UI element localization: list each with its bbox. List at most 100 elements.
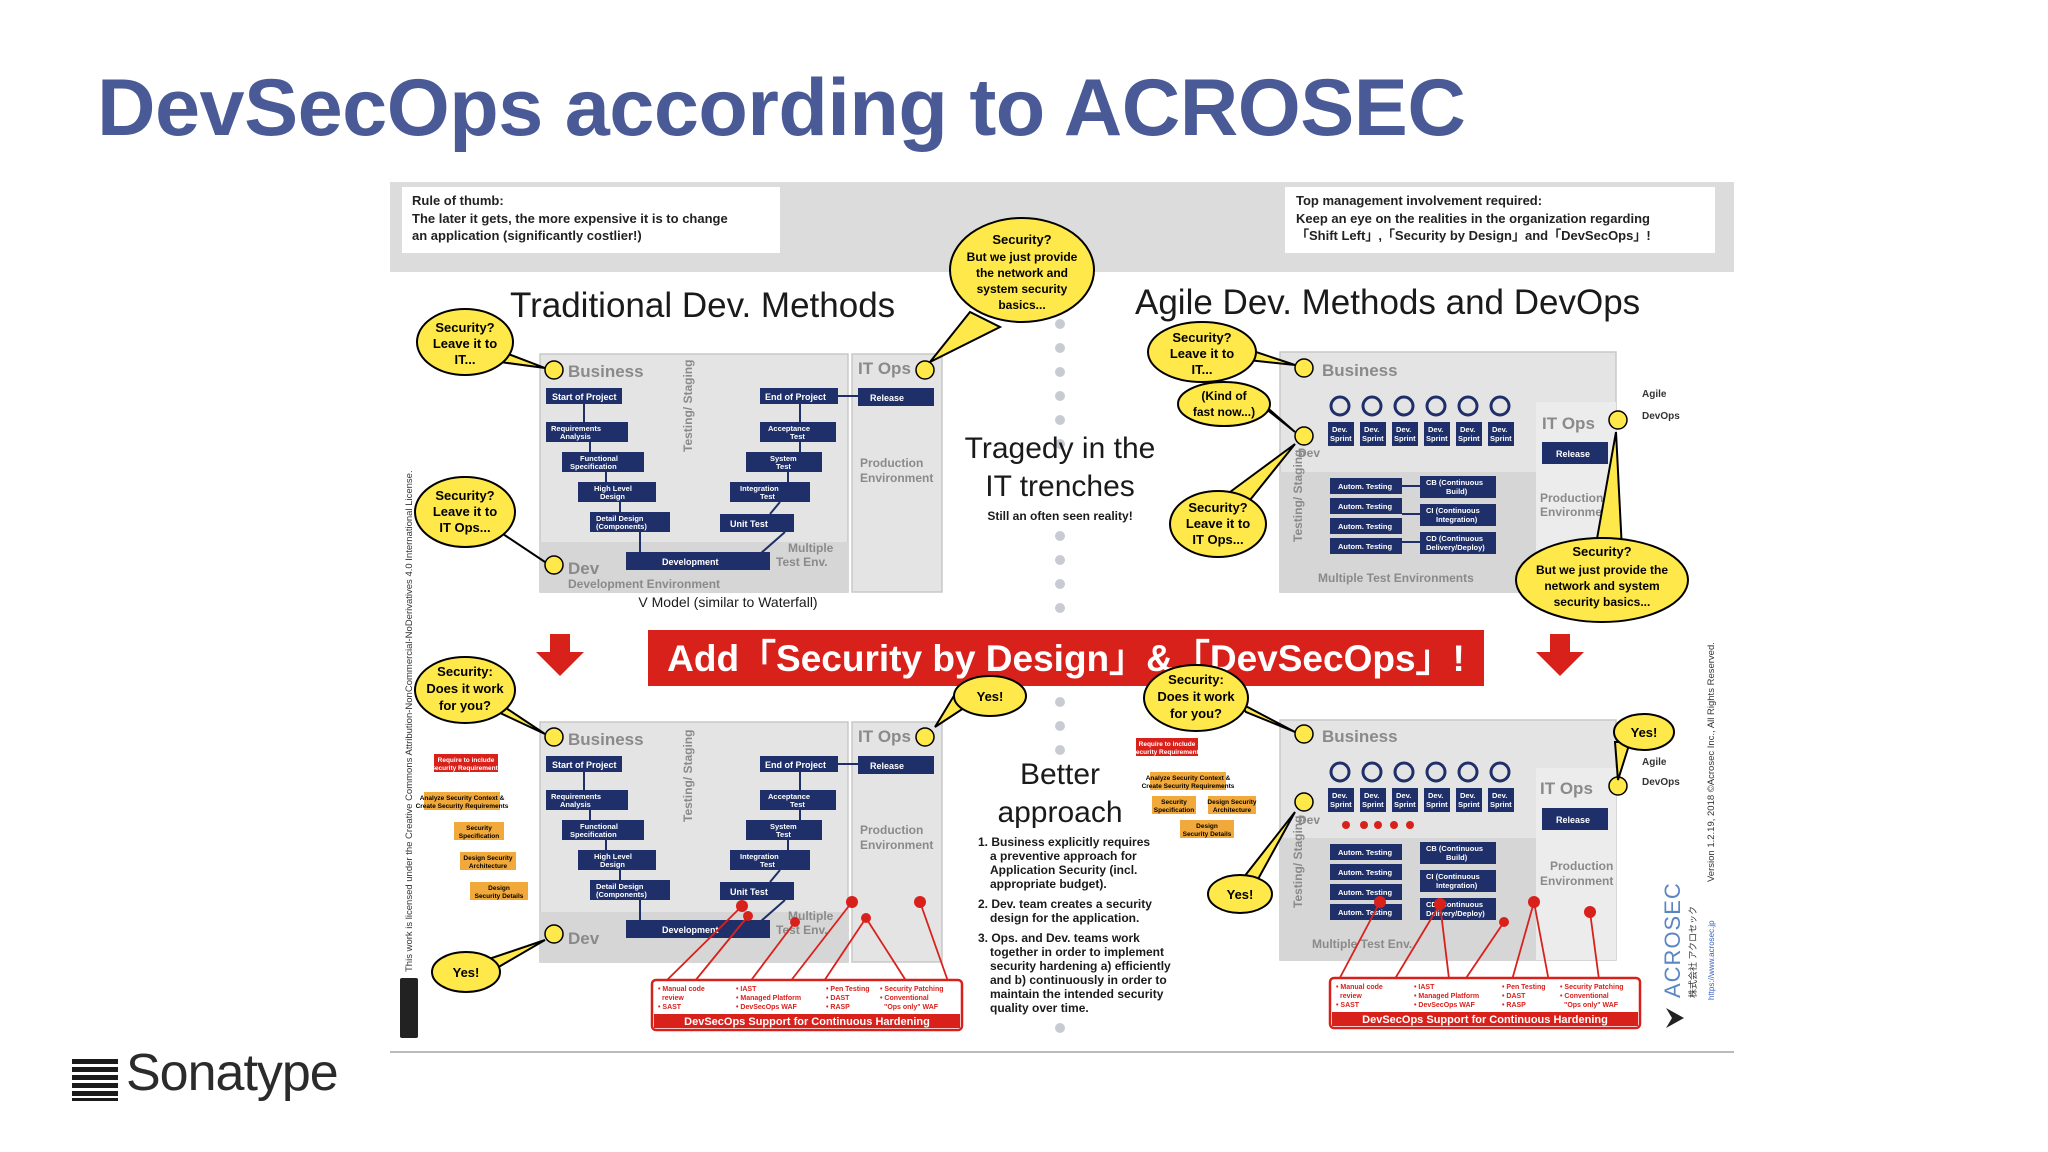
svg-text:IT...: IT... <box>455 352 476 367</box>
traditional-top-panel: Business IT Ops Dev Development Environm… <box>539 353 943 593</box>
svg-text:Detail Design: Detail Design <box>596 882 644 891</box>
svg-text:appropriate budget).: appropriate budget). <box>990 877 1107 891</box>
svg-text:Design: Design <box>600 492 625 501</box>
svg-text:Dev.: Dev. <box>1428 425 1443 434</box>
rule-of-thumb-line: The later it gets, the more expensive it… <box>412 211 728 226</box>
svg-text:Test Env.: Test Env. <box>776 555 828 569</box>
svg-text:DevOps: DevOps <box>1642 411 1680 422</box>
better-heading: approach <box>997 796 1122 829</box>
svg-text:• RASP: • RASP <box>826 1004 850 1011</box>
svg-text:• Security Patching: • Security Patching <box>1560 984 1624 991</box>
svg-text:review: review <box>662 995 684 1002</box>
svg-text:Release: Release <box>870 393 904 403</box>
svg-text:Release: Release <box>870 761 904 771</box>
svg-text:Create Security Requirements: Create Security Requirements <box>416 803 509 810</box>
svg-text:Design Security: Design Security <box>463 855 513 862</box>
svg-text:Security?: Security? <box>435 320 494 335</box>
svg-text:Dev.: Dev. <box>1332 791 1347 800</box>
svg-text:Unit Test: Unit Test <box>730 519 768 529</box>
svg-text:Build): Build) <box>1446 853 1468 862</box>
svg-text:for you?: for you? <box>439 698 491 713</box>
svg-text:• SAST: • SAST <box>658 1004 682 1011</box>
acrosec-jp-text: 株式会社 アクロセック <box>1687 906 1698 998</box>
speech-bubble: Security: Does it work for you? <box>414 656 546 735</box>
agile-heading: Agile Dev. Methods and DevOps <box>1135 283 1640 322</box>
svg-text:• SAST: • SAST <box>1336 1002 1360 1009</box>
svg-text:IT Ops...: IT Ops... <box>439 520 490 535</box>
svg-text:• DAST: • DAST <box>1502 993 1526 1000</box>
svg-text:• Conventional: • Conventional <box>880 995 929 1002</box>
svg-text:• DevSecOps WAF: • DevSecOps WAF <box>736 1004 798 1011</box>
svg-text:quality over time.: quality over time. <box>990 1001 1089 1015</box>
svg-text:design for the application.: design for the application. <box>990 911 1139 925</box>
svg-text:Business: Business <box>568 730 644 749</box>
svg-text:• IAST: • IAST <box>736 986 757 993</box>
svg-text:Delivery/Deploy): Delivery/Deploy) <box>1426 909 1485 918</box>
svg-text:Yes!: Yes! <box>453 965 480 980</box>
svg-text:Design Security: Design Security <box>1207 799 1257 806</box>
svg-text:Test: Test <box>776 830 791 839</box>
svg-text:System: System <box>770 822 797 831</box>
svg-text:for you?: for you? <box>1170 706 1222 721</box>
svg-text:Specification: Specification <box>570 462 617 471</box>
tragedy-heading: IT trenches <box>985 470 1135 503</box>
svg-text:• DAST: • DAST <box>826 995 850 1002</box>
svg-text:Dev: Dev <box>568 929 600 948</box>
down-arrow-icon <box>1536 634 1584 676</box>
tragedy-heading: Tragedy in the <box>965 432 1156 465</box>
svg-text:Test: Test <box>760 492 775 501</box>
svg-text:Multiple: Multiple <box>788 541 834 555</box>
vmodel-caption: V Model (similar to Waterfall) <box>638 594 817 610</box>
svg-text:Integration: Integration <box>740 852 779 861</box>
banner-text: Add「Security by Design」&「DevSecOps」! <box>667 638 1465 679</box>
svg-text:Release: Release <box>1556 815 1590 825</box>
svg-text:security hardening a) efficien: security hardening a) efficiently <box>990 959 1171 973</box>
svg-text:Unit Test: Unit Test <box>730 887 768 897</box>
svg-text:Production: Production <box>1550 859 1613 873</box>
svg-text:Analyze Security Context &: Analyze Security Context & <box>420 795 505 802</box>
svg-text:review: review <box>1340 993 1362 1000</box>
svg-text:Agile: Agile <box>1642 389 1667 400</box>
svg-text:High Level: High Level <box>594 484 632 493</box>
svg-text:Production: Production <box>1540 491 1603 505</box>
rule-of-thumb-box <box>402 187 780 253</box>
svg-text:Business: Business <box>1322 361 1398 380</box>
svg-text:Production: Production <box>860 823 923 837</box>
svg-text:Release: Release <box>1556 449 1590 459</box>
svg-text:• IAST: • IAST <box>1414 984 1435 991</box>
svg-text:Test: Test <box>790 432 805 441</box>
version-text: Version 1.2.19, 2018 ©Acrosec Inc., All … <box>1706 642 1717 882</box>
svg-text:But we just provide: But we just provide <box>967 250 1078 264</box>
svg-text:End of Project: End of Project <box>765 760 826 770</box>
svg-text:a preventive approach for: a preventive approach for <box>990 849 1137 863</box>
svg-text:Development Environment: Development Environment <box>568 577 720 591</box>
svg-text:DevOps: DevOps <box>1642 777 1680 788</box>
svg-text:• Pen Testing: • Pen Testing <box>1502 984 1546 991</box>
svg-text:Architecture: Architecture <box>469 863 508 870</box>
svg-text:Sprint: Sprint <box>1426 434 1448 443</box>
svg-text:Sprint: Sprint <box>1490 800 1512 809</box>
svg-text:Integration): Integration) <box>1436 515 1478 524</box>
svg-text:Dev: Dev <box>1298 446 1320 460</box>
svg-text:Analysis: Analysis <box>560 800 591 809</box>
better-heading: Better <box>1020 758 1100 791</box>
svg-text:Dev.: Dev. <box>1428 791 1443 800</box>
svg-text:Testing/ Staging: Testing/ Staging <box>1291 816 1305 908</box>
svg-text:Require to include: Require to include <box>1139 741 1196 748</box>
acrosec-url: https://www.acrosec.jp <box>1707 920 1716 1000</box>
speech-bubble: (Kind of fast now...) <box>1177 381 1296 433</box>
svg-text:• DevSecOps WAF: • DevSecOps WAF <box>1414 1002 1476 1009</box>
svg-text:together in order to implement: together in order to implement <box>990 945 1164 959</box>
svg-text:security basics...: security basics... <box>1554 595 1651 609</box>
svg-text:Testing/ Staging: Testing/ Staging <box>681 360 695 452</box>
svg-text:Autom. Testing: Autom. Testing <box>1338 502 1392 511</box>
svg-text:Analyze Security Context &: Analyze Security Context & <box>1146 775 1231 782</box>
svg-text:End of Project: End of Project <box>765 392 826 402</box>
svg-text:Dev.: Dev. <box>1396 791 1411 800</box>
svg-text:Security:: Security: <box>437 664 493 679</box>
svg-text:DevSecOps Support for Continuo: DevSecOps Support for Continuous Hardeni… <box>684 1016 930 1028</box>
svg-text:Autom. Testing: Autom. Testing <box>1338 868 1392 877</box>
svg-text:Leave it to: Leave it to <box>433 336 497 351</box>
svg-text:Build): Build) <box>1446 487 1468 496</box>
rule-of-thumb-line: an application (significantly costlier!) <box>412 228 642 243</box>
